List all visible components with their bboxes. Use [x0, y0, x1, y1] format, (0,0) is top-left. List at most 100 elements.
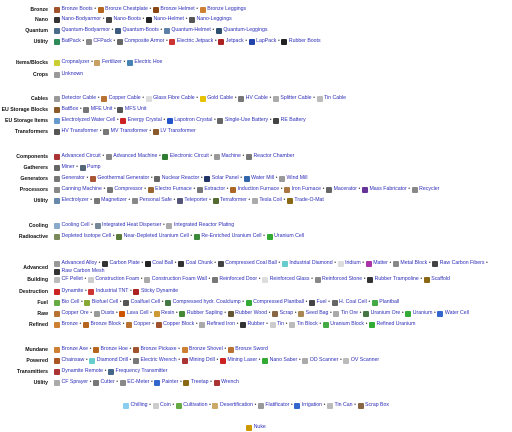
item-electrolyzed-water-cell[interactable]: Electrolyzed Water Cell	[54, 117, 115, 125]
item-batbox[interactable]: BatBox	[54, 106, 78, 114]
item-integrated-reactor-plating[interactable]: Integrated Reactor Plating	[166, 222, 234, 230]
item-chainsaw[interactable]: Chainsaw	[54, 357, 84, 365]
item-depleted-isotope-cell[interactable]: Depleted Isotope Cell	[54, 233, 111, 241]
item-tesla-coil[interactable]: Tesla Coil	[251, 197, 282, 205]
item-bronze-shovel[interactable]: Bronze Shovel	[181, 346, 223, 354]
item-bronze-axe[interactable]: Bronze Axe	[54, 346, 88, 354]
item-coin[interactable]: Coin	[152, 402, 171, 410]
item-pump[interactable]: Pump	[79, 164, 101, 172]
item-canning-machine[interactable]: Canning Machine	[54, 186, 102, 194]
item-frequency-transmitter[interactable]: Frequency Transmitter	[108, 368, 167, 376]
item-iridium[interactable]: Iridium	[337, 260, 361, 268]
item-lv-transformer[interactable]: LV Transformer	[152, 128, 196, 136]
item-terraformer[interactable]: Terraformer	[212, 197, 247, 205]
item-macerator[interactable]: Macerator	[326, 186, 357, 194]
item-raw-carbon-fibers[interactable]: Raw Carbon Fibers	[432, 260, 484, 268]
item-rubber-wood[interactable]: Rubber Wood	[227, 310, 267, 318]
item-mining-drill[interactable]: Mining Drill	[181, 357, 215, 365]
item-tin[interactable]: Tin	[269, 321, 284, 329]
item-unknown[interactable]: Unknown	[54, 71, 83, 79]
item-chilling[interactable]: Chilling	[123, 402, 148, 410]
item-construction-foam-wall[interactable]: Construction Foam Wall	[144, 276, 207, 284]
item-mfs-unit[interactable]: MFS Unit	[117, 106, 147, 114]
item-cutter[interactable]: Cutter	[93, 379, 115, 387]
item-bronze-pickaxe[interactable]: Bronze Pickaxe	[132, 346, 177, 354]
item-mfe-unit[interactable]: MFE Unit	[83, 106, 112, 114]
item-painter[interactable]: Painter	[154, 379, 178, 387]
item-hv-transformer[interactable]: HV Transformer	[54, 128, 98, 136]
item-lava-cell[interactable]: Lava Cell	[119, 310, 149, 318]
item-industrial-diamond[interactable]: Industrial Diamond	[281, 260, 333, 268]
item-uranium[interactable]: Uranium	[405, 310, 432, 318]
item-coalfuel-cell[interactable]: Coalfuel Cell	[123, 299, 160, 307]
item-dynamite-remote[interactable]: Dynamite Remote	[54, 368, 103, 376]
item-refined-uranium[interactable]: Refined Uranium	[368, 321, 415, 329]
item-composite-armor[interactable]: Composite Armor	[116, 38, 164, 46]
item-wind-mill[interactable]: Wind Mill	[279, 175, 308, 183]
item-irrigation[interactable]: Irrigation	[294, 402, 322, 410]
item-lappack[interactable]: LapPack	[248, 38, 276, 46]
item-reinforced-glass[interactable]: Reinforced Glass	[262, 276, 309, 284]
item-copper-block[interactable]: Copper Block	[155, 321, 194, 329]
item-cooling-cell[interactable]: Cooling Cell	[54, 222, 89, 230]
item-copper-ore[interactable]: Copper Ore	[54, 310, 89, 318]
item-hv-cable[interactable]: HV Cable	[238, 95, 268, 103]
item-electrolyzer[interactable]: Electrolyzer	[54, 197, 89, 205]
item-bronze-helmet[interactable]: Bronze Helmet	[152, 6, 195, 14]
item-dynamite[interactable]: Dynamite	[54, 288, 83, 296]
item-uranium-block[interactable]: Uranium Block	[322, 321, 364, 329]
item-matter[interactable]: Matter	[365, 260, 388, 268]
item-cf-pellet[interactable]: CF Pellet	[54, 276, 83, 284]
item-ov-scanner[interactable]: OV Scanner	[343, 357, 379, 365]
item-water-mill[interactable]: Water Mill	[243, 175, 274, 183]
item-rubber[interactable]: Rubber	[240, 321, 265, 329]
item-desertification[interactable]: Desertification	[212, 402, 253, 410]
item-nano-boots[interactable]: Nano-Boots	[106, 16, 141, 24]
item-nano-bodyarmor[interactable]: Nano-Bodyarmor	[54, 16, 101, 24]
item-wrench[interactable]: Wrench	[213, 379, 239, 387]
item-uranium-cell[interactable]: Uranium Cell	[266, 233, 304, 241]
item-coal-ball[interactable]: Coal Ball	[144, 260, 173, 268]
item-jetpack[interactable]: Jetpack	[218, 38, 244, 46]
item-quantum-leggings[interactable]: Quantum-Leggings	[215, 27, 267, 35]
item-reinforced-door[interactable]: Reinforced Door	[211, 276, 257, 284]
item-miner[interactable]: Miner	[54, 164, 74, 172]
item-personal-safe[interactable]: Personal Safe	[131, 197, 172, 205]
item-cultivation[interactable]: Cultivation	[175, 402, 207, 410]
item-sticky-dynamite[interactable]: Sticky Dynamite	[133, 288, 178, 296]
item-reactor-chamber[interactable]: Reactor Chamber	[245, 153, 294, 161]
item-compressed-hydr-coalclump[interactable]: Compressed hydr. Coalclump	[165, 299, 241, 307]
item-electric-wrench[interactable]: Electric Wrench	[132, 357, 177, 365]
item-nuclear-reactor[interactable]: Nuclear Reactor	[154, 175, 199, 183]
item-tin-can[interactable]: Tin Can	[327, 402, 353, 410]
item-compressor[interactable]: Compressor	[106, 186, 143, 194]
item-nano-leggings[interactable]: Nano-Leggings	[189, 16, 232, 24]
item-electric-jetpack[interactable]: Electric Jetpack	[169, 38, 213, 46]
item-induction-furnace[interactable]: Induction Furnace	[230, 186, 279, 194]
item-bronze-hoe[interactable]: Bronze Hoe	[93, 346, 128, 354]
item-scrap[interactable]: Scrap	[272, 310, 293, 318]
item-rubber-trampoline[interactable]: Rubber Trampoline	[367, 276, 419, 284]
item-refined-iron[interactable]: Refined Iron	[199, 321, 235, 329]
item-plantball[interactable]: Plantball	[371, 299, 399, 307]
item-h-coal-cell[interactable]: H. Coal Cell	[331, 299, 367, 307]
item-seed-bag[interactable]: Seed Bag	[298, 310, 328, 318]
item-trade-o-mat[interactable]: Trade-O-Mat	[286, 197, 324, 205]
item-diamond-drill[interactable]: Diamond Drill	[89, 357, 128, 365]
item-tin-cable[interactable]: Tin Cable	[316, 95, 346, 103]
item-re-enriched-uranium-cell[interactable]: Re-Enriched Uranium Cell	[193, 233, 262, 241]
item-compressed-coal-ball[interactable]: Compressed Coal Ball	[217, 260, 277, 268]
item-industrial-tnt[interactable]: Industrial TNT	[88, 288, 128, 296]
item-water-cell[interactable]: Water Cell	[437, 310, 469, 318]
item-rubber-boots[interactable]: Rubber Boots	[281, 38, 321, 46]
item-electronic-circuit[interactable]: Electronic Circuit	[162, 153, 209, 161]
item-fertilizer[interactable]: Fertilizer	[94, 59, 122, 67]
item-biofuel-cell[interactable]: Biofuel Cell	[84, 299, 118, 307]
item-metal-block[interactable]: Metal Block	[392, 260, 427, 268]
item-reinforced-stone[interactable]: Reinforced Stone	[314, 276, 362, 284]
item-lapotron-crystal[interactable]: Lapotron Crystal	[166, 117, 212, 125]
item-uranium-ore[interactable]: Uranium Ore	[363, 310, 400, 318]
item-nuke[interactable]: Nuke	[246, 424, 266, 432]
item-treetap[interactable]: Treetap	[183, 379, 209, 387]
item-magnetizer[interactable]: Magnetizer	[93, 197, 127, 205]
